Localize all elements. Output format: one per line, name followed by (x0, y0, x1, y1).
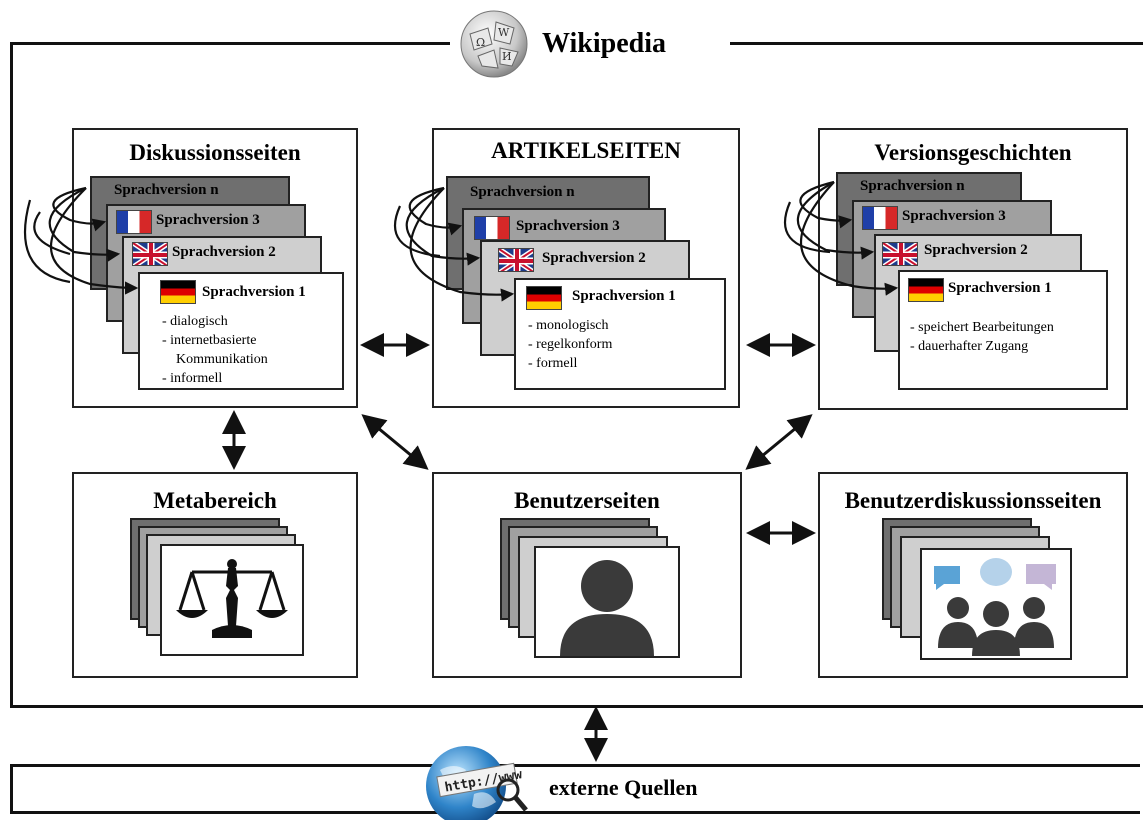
card-label: Sprachversion 1 (572, 288, 676, 304)
wikipedia-title: Wikipedia (542, 28, 666, 59)
bullet-item: - regelkonform (528, 337, 613, 352)
bullet-item: - formell (528, 356, 578, 371)
card-label: Sprachversion 1 (948, 280, 1052, 296)
panel-benutzerdiskussionsseiten: Benutzerdiskussionsseiten (818, 472, 1128, 678)
flag-germany-icon (160, 280, 196, 304)
panel-title: Benutzerdiskussionsseiten (844, 488, 1102, 513)
flag-uk-icon (882, 242, 918, 266)
bullet-item: - monologisch (528, 318, 609, 333)
bullet-item: - internetbasierte (162, 333, 257, 348)
card-label: Sprachversion 2 (924, 242, 1028, 258)
page-stack (534, 546, 680, 658)
panel-benutzerseiten: Benutzerseiten (432, 472, 742, 678)
svg-text:И: И (502, 50, 512, 63)
bullet-item: - dialogisch (162, 314, 228, 329)
panel-title: ARTIKELSEITEN (491, 138, 681, 163)
panel-metabereich: Metabereich (72, 472, 358, 678)
group-chat-icon (934, 558, 1056, 656)
flag-france-icon (474, 216, 510, 240)
bullet-item: - speichert Bearbeitungen (910, 320, 1054, 335)
flag-uk-icon (498, 248, 534, 272)
externe-quellen-box: externe Quellen (10, 764, 1140, 814)
bullet-item: Kommunikation (176, 352, 268, 367)
card-sprachversion-1: Sprachversion 1 - dialogisch - internetb… (138, 272, 344, 390)
flag-germany-icon (526, 286, 562, 310)
card-label: Sprachversion 1 (202, 284, 306, 300)
card-label: Sprachversion 2 (172, 244, 276, 260)
flag-germany-icon (908, 278, 944, 302)
bullet-list: - speichert Bearbeitungen - dauerhafter … (910, 318, 1054, 356)
user-silhouette-icon (560, 560, 654, 656)
flag-uk-icon (132, 242, 168, 266)
svg-text:Ω: Ω (476, 36, 485, 49)
panel-title: Benutzerseiten (514, 488, 660, 513)
scales-icon (176, 559, 288, 638)
card-sprachversion-1: Sprachversion 1 - monologisch - regelkon… (514, 278, 726, 390)
wikipedia-globe-icon: Ω W И (460, 10, 528, 78)
panel-title: Versionsgeschichten (874, 140, 1072, 165)
page-stack (160, 544, 304, 656)
page-stack (920, 548, 1072, 660)
card-sprachversion-1: Sprachversion 1 - speichert Bearbeitunge… (898, 270, 1108, 390)
card-label: Sprachversion n (860, 178, 965, 194)
card-label: Sprachversion n (114, 182, 219, 198)
externe-quellen-label: externe Quellen (549, 775, 698, 800)
panel-title: Metabereich (153, 488, 277, 513)
card-label: Sprachversion 2 (542, 250, 646, 266)
bullet-item: - informell (162, 371, 223, 386)
flag-france-icon (116, 210, 152, 234)
flag-france-icon (862, 206, 898, 230)
svg-text:W: W (498, 26, 510, 39)
wikipedia-header: Ω W И Wikipedia (450, 8, 730, 78)
bullet-list: - dialogisch - internetbasierte Kommunik… (162, 312, 268, 388)
bullet-item: - dauerhafter Zugang (910, 339, 1029, 354)
card-label: Sprachversion 3 (902, 208, 1006, 224)
web-globe-icon: http://www (426, 746, 528, 820)
card-label: Sprachversion 3 (156, 212, 260, 228)
bullet-list: - monologisch - regelkonform - formell (528, 316, 612, 373)
panel-title: Diskussionsseiten (129, 140, 301, 165)
card-label: Sprachversion 3 (516, 218, 620, 234)
card-label: Sprachversion n (470, 184, 575, 200)
